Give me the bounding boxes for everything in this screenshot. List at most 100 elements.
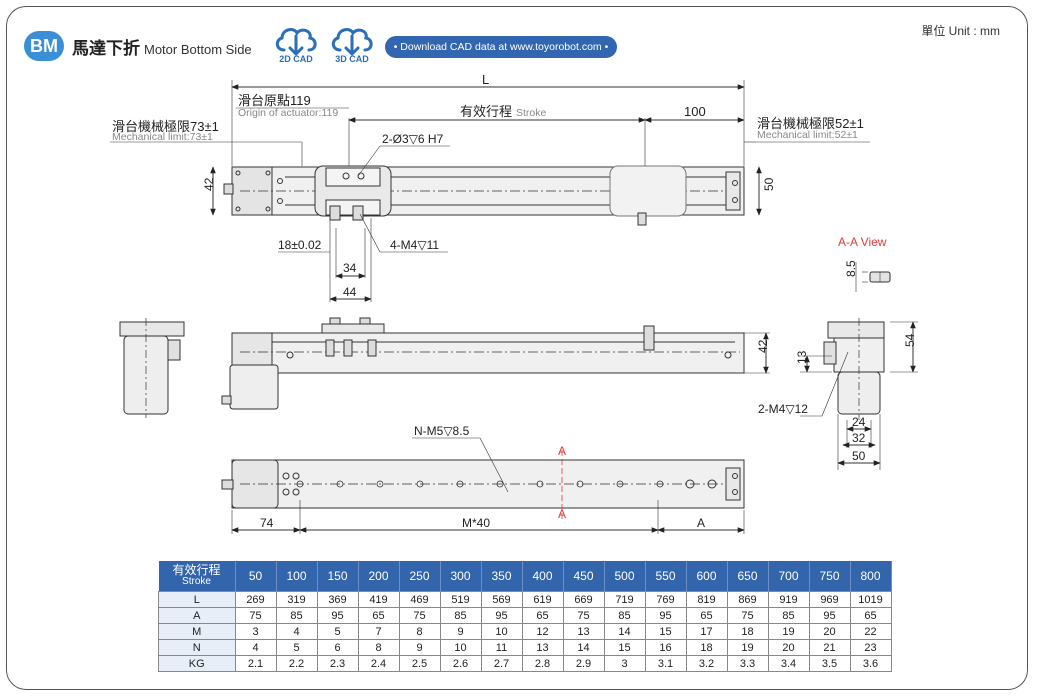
dim-50-top: 50 <box>762 177 776 191</box>
stroke-col-header: 600 <box>686 561 728 592</box>
dim-A: A <box>697 516 705 530</box>
dim-13: 13 <box>795 350 809 364</box>
table-cell: 569 <box>480 591 523 608</box>
table-cell: 1019 <box>849 591 892 608</box>
series-badge: BM <box>24 31 64 61</box>
table-cell: 18 <box>726 623 769 640</box>
row-label: A <box>158 607 236 624</box>
table-cell: 22 <box>849 623 892 640</box>
origin-en: Origin of actuator:119 <box>238 107 338 119</box>
dim-74: 74 <box>260 516 274 530</box>
tapped-hole <box>536 480 544 488</box>
table-cell: 13 <box>521 639 564 656</box>
table-cell: 6 <box>316 639 359 656</box>
table-cell: 9 <box>439 623 482 640</box>
stroke-col-header: 800 <box>850 561 892 592</box>
download-cad-link[interactable]: • Download CAD data at www.toyorobot.com… <box>385 36 617 58</box>
page-frame <box>6 6 1028 690</box>
side-view <box>221 317 770 410</box>
table-cell: 13 <box>562 623 605 640</box>
table-cell: 23 <box>849 639 892 656</box>
table-cell: 8 <box>357 639 400 656</box>
table-cell: 65 <box>521 607 564 624</box>
table-cell: 2.8 <box>521 655 564 672</box>
table-cell: 16 <box>644 639 687 656</box>
table-cell: 719 <box>603 591 646 608</box>
title-en: Motor Bottom Side <box>144 42 252 57</box>
table-cell: 3.6 <box>849 655 892 672</box>
table-cell: 19 <box>767 623 810 640</box>
table-cell: 20 <box>767 639 810 656</box>
stroke-col-header: 650 <box>727 561 769 592</box>
dim-8-5: 8.5 <box>844 260 858 277</box>
cloud-download-icon <box>331 28 373 56</box>
table-cell: 869 <box>726 591 769 608</box>
bottom-view <box>221 437 745 534</box>
stroke-col-header: 50 <box>235 561 277 592</box>
table-cell: 769 <box>644 591 687 608</box>
table-cell: 3.5 <box>808 655 851 672</box>
dim-L: L <box>482 72 489 87</box>
table-cell: 95 <box>808 607 851 624</box>
table-cell: 10 <box>480 623 523 640</box>
table-cell: 5 <box>275 639 318 656</box>
table-cell: 75 <box>726 607 769 624</box>
row-label: L <box>158 591 236 608</box>
dim-50-end: 50 <box>852 449 866 463</box>
tapped-hole <box>376 480 384 488</box>
table-cell: 919 <box>767 591 810 608</box>
dim-54: 54 <box>903 333 917 347</box>
table-cell: 4 <box>275 623 318 640</box>
stroke-col-header: 250 <box>399 561 441 592</box>
table-cell: 11 <box>480 639 523 656</box>
aa-view <box>855 262 891 292</box>
mech-left-en: Mechanical limit:73±1 <box>112 131 213 143</box>
table-cell: 269 <box>234 591 277 608</box>
aa-view-title: A-A View <box>838 235 887 249</box>
dim-42-side: 42 <box>756 339 770 353</box>
section-a-top: A <box>558 444 566 458</box>
tapped-hole <box>616 480 624 488</box>
table-cell: 14 <box>562 639 605 656</box>
tap-label-bottom: N-M5▽8.5 <box>414 424 470 438</box>
cad-3d-button[interactable]: 3D CAD <box>326 22 378 70</box>
table-cell: 4 <box>234 639 277 656</box>
table-cell: 519 <box>439 591 482 608</box>
table-cell: 65 <box>357 607 400 624</box>
bottom-holes <box>296 480 664 488</box>
table-cell: 2.2 <box>275 655 318 672</box>
stroke-col-header: 200 <box>358 561 400 592</box>
dim-34: 34 <box>343 261 357 275</box>
table-cell: 3.2 <box>685 655 728 672</box>
unit-label: 單位 Unit : mm <box>921 24 1000 38</box>
tapped-hole <box>296 480 304 488</box>
tapped-hole <box>336 480 344 488</box>
table-cell: 369 <box>316 591 359 608</box>
table-cell: 3 <box>234 623 277 640</box>
header-zh: 有效行程 <box>172 563 221 577</box>
stroke-col-header: 150 <box>317 561 359 592</box>
table-cell: 969 <box>808 591 851 608</box>
page-title: 馬達下折 Motor Bottom Side <box>72 34 252 59</box>
table-cell: 2.1 <box>234 655 277 672</box>
stroke-col-header: 300 <box>440 561 482 592</box>
title-zh: 馬達下折 <box>72 39 140 58</box>
stroke-col-header: 550 <box>645 561 687 592</box>
table-cell: 75 <box>398 607 441 624</box>
table-cell: 819 <box>685 591 728 608</box>
tapped-hole <box>456 480 464 488</box>
table-cell: 2.4 <box>357 655 400 672</box>
table-cell: 7 <box>357 623 400 640</box>
cad-2d-button[interactable]: 2D CAD <box>270 22 322 70</box>
table-cell: 9 <box>398 639 441 656</box>
end-view-left <box>119 318 185 418</box>
table-cell: 20 <box>808 623 851 640</box>
table-cell: 669 <box>562 591 605 608</box>
